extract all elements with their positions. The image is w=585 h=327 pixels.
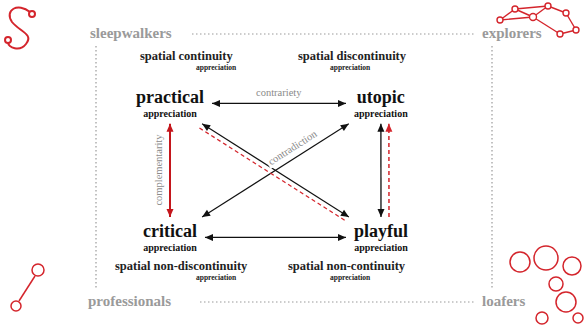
corner-label: sleepwalkers [90,25,172,42]
bubbles-icon [510,246,583,324]
spatial-label: spatial continuity [140,49,233,63]
connector [212,100,346,107]
s-curl-icon [5,7,35,48]
term-name: utopic [354,88,408,108]
term-name: playful [354,222,408,242]
network-dot [497,17,503,23]
network-dot [557,31,563,37]
bubble [536,312,548,324]
network-link [515,6,548,9]
spatial-label: spatial non-continuity [288,259,405,273]
bubble [534,246,558,270]
term-qualifier: appreciation [136,108,204,119]
arrow-head [377,124,384,132]
spatial-label: spatial non-discontinuity [115,259,247,273]
term-qualifier: appreciation [143,242,197,253]
term-qualifier: appreciation [354,108,408,119]
term-name: critical [143,222,197,242]
connector [202,124,349,217]
arrow-head [340,210,349,217]
spatial-sublabel: appreciation [196,274,236,283]
relation-label: complementarity [153,132,165,207]
bubble [563,257,581,275]
arrow-head [212,100,220,107]
network-dot [573,27,579,33]
dotted-line [491,46,492,288]
network-dot [545,3,551,9]
connector-line [205,237,346,238]
arrow-head [377,209,384,217]
network-link [500,17,533,20]
curl-end [29,11,35,17]
corner-label: explorers [482,25,542,42]
semiotic-term: playfulappreciation [349,220,413,255]
bubble [556,292,576,312]
corner-label: professionals [88,293,171,310]
spatial-sublabel: appreciation [330,274,370,283]
arrow-head [338,100,346,107]
dotted-line [95,46,96,288]
arrow-head [205,234,213,241]
dotted-frame [96,34,492,302]
connector-line [388,124,390,217]
connector [377,124,384,217]
arrow-head [338,234,346,241]
connector-line [380,124,381,217]
connector-line [202,124,349,217]
link-circle [32,264,44,276]
connector-line [169,124,171,217]
arrow-head [202,124,211,131]
semiotic-term: practicalappreciation [131,86,209,121]
link-circle [11,301,21,311]
connector [205,234,346,241]
dotted-line [192,33,474,34]
bubble [510,252,530,272]
curl-path [8,7,30,48]
connector [166,124,173,217]
dotted-line [200,301,474,302]
spatial-sublabel: appreciation [196,64,236,73]
network-dot [530,14,537,21]
network-dot [563,10,569,16]
arrow-head [166,209,173,217]
relation-label: contrariety [254,87,303,99]
bubble [549,277,563,291]
connector-line [202,124,349,217]
semiotic-term: criticalappreciation [138,220,202,255]
connector [202,124,349,217]
connector [385,124,392,217]
term-name: practical [136,88,204,108]
arrow-head [166,124,173,132]
semiotic-term: utopicappreciation [349,86,413,121]
term-qualifier: appreciation [354,242,408,253]
arrow-head [340,124,349,131]
network-dot [512,6,518,12]
bubble [573,313,583,323]
connector-line [199,128,346,221]
corner-label: loafers [482,293,525,310]
curl-end [5,37,11,43]
relation-label: contradiction [264,127,321,169]
connector [199,128,346,221]
link-icon [11,264,44,311]
spatial-label: spatial discontinuity [298,49,406,63]
arrow-head [385,124,392,132]
link-line [19,276,35,301]
spatial-sublabel: appreciation [330,64,370,73]
connector-line [212,103,346,104]
arrow-head [202,210,211,217]
